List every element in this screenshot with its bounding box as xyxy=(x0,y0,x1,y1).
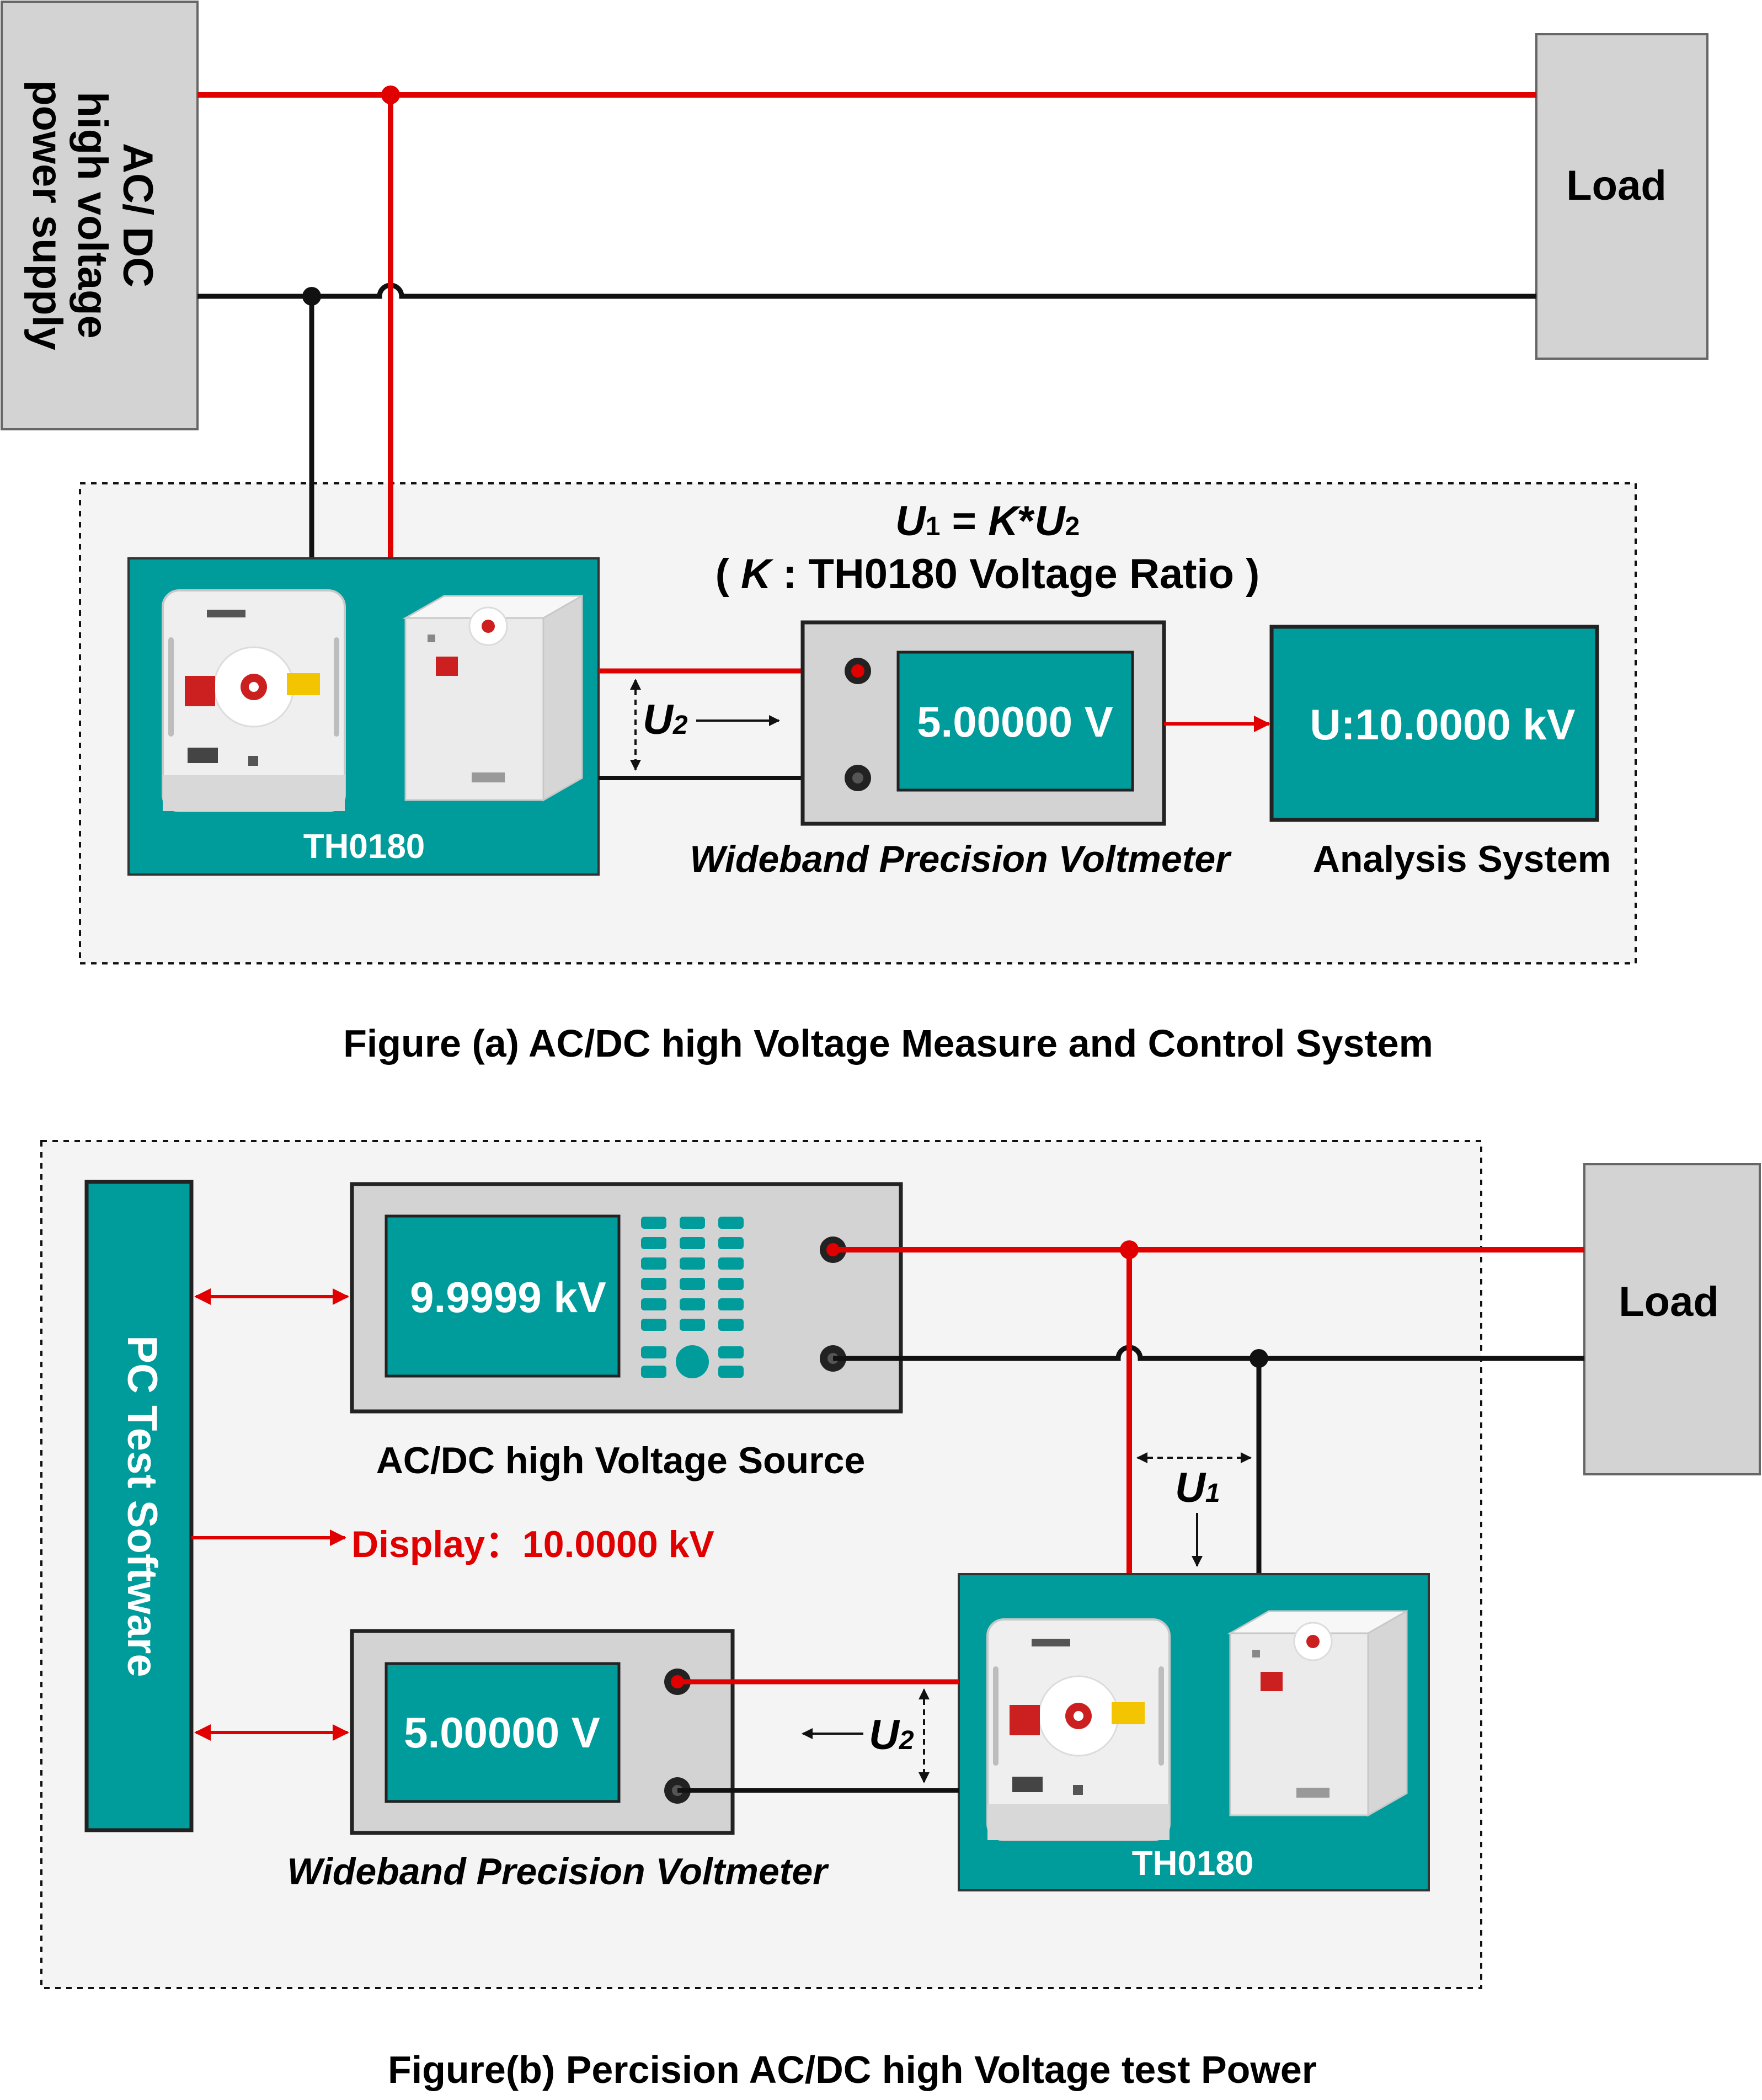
display-readout-b: Display：10.0000 kV xyxy=(351,1523,714,1565)
u2-label-b: U2 xyxy=(869,1712,914,1758)
junction-black-a xyxy=(302,287,321,306)
load-box-b xyxy=(1583,1163,1761,1475)
load-box-a xyxy=(1535,33,1708,360)
load-label-b: Load xyxy=(1619,1278,1719,1325)
junction-red-a xyxy=(381,86,400,104)
formula-line2: ( K : TH0180 Voltage Ratio ) xyxy=(716,551,1260,598)
voltmeter-screen-a xyxy=(896,651,1134,792)
formula-line1: U1 = K*U2 xyxy=(895,498,1080,545)
th0180-label-b: TH0180 xyxy=(1132,1845,1254,1883)
th0180-device-side-b xyxy=(1229,1610,1408,1816)
voltmeter-display-a: 5.00000 V xyxy=(917,697,1113,746)
load-label-a: Load xyxy=(1566,162,1667,209)
junction-black-b xyxy=(1250,1349,1268,1368)
th0180-label-a: TH0180 xyxy=(303,828,425,866)
power-supply-label-line3: power supply xyxy=(24,80,71,350)
th0180-device-front-b xyxy=(986,1618,1171,1841)
th0180-device-side-a xyxy=(404,595,583,801)
hv-source-keypad xyxy=(641,1217,744,1378)
power-supply-label-line2: high voltage xyxy=(69,92,116,339)
figure-b-caption: Figure(b) Percision AC/DC high Voltage t… xyxy=(388,2048,1317,2091)
figure-a: AC/ DC high voltage power supply Load U1… xyxy=(1,1,1708,1065)
voltmeter-display-b: 5.00000 V xyxy=(404,1708,600,1757)
power-supply-box xyxy=(1,1,199,430)
hv-source-label: AC/DC high Voltage Source xyxy=(376,1440,866,1481)
u2-label-a: U2 xyxy=(643,696,688,743)
voltmeter-label-b: Wideband Precision Voltmeter xyxy=(287,1851,829,1893)
voltmeter-label-a: Wideband Precision Voltmeter xyxy=(690,838,1232,880)
figure-b: PC Test Software 9.9999 kV AC/DC high Vo… xyxy=(40,1140,1761,2091)
analysis-display-a: U:10.0000 kV xyxy=(1310,700,1575,749)
u1-label-b: U1 xyxy=(1175,1464,1220,1511)
analysis-box-a xyxy=(1269,625,1599,822)
voltmeter-terminal-black-dot-a xyxy=(852,772,863,783)
pc-software-label: PC Test Software xyxy=(119,1335,165,1677)
power-supply-label-line1: AC/ DC xyxy=(114,143,161,287)
voltmeter-terminal-red-dot-a xyxy=(851,664,864,678)
analysis-label-a: Analysis System xyxy=(1313,838,1611,880)
voltmeter-screen-b xyxy=(385,1662,621,1803)
junction-red-b xyxy=(1120,1240,1139,1259)
hv-source-screen xyxy=(385,1214,621,1378)
wire-black-top-a xyxy=(197,283,1536,299)
pc-software-box xyxy=(84,1180,194,1832)
th0180-device-front-a xyxy=(162,589,346,812)
figure-a-caption: Figure (a) AC/DC high Voltage Measure an… xyxy=(343,1022,1433,1065)
hv-source-display: 9.9999 kV xyxy=(410,1273,606,1321)
